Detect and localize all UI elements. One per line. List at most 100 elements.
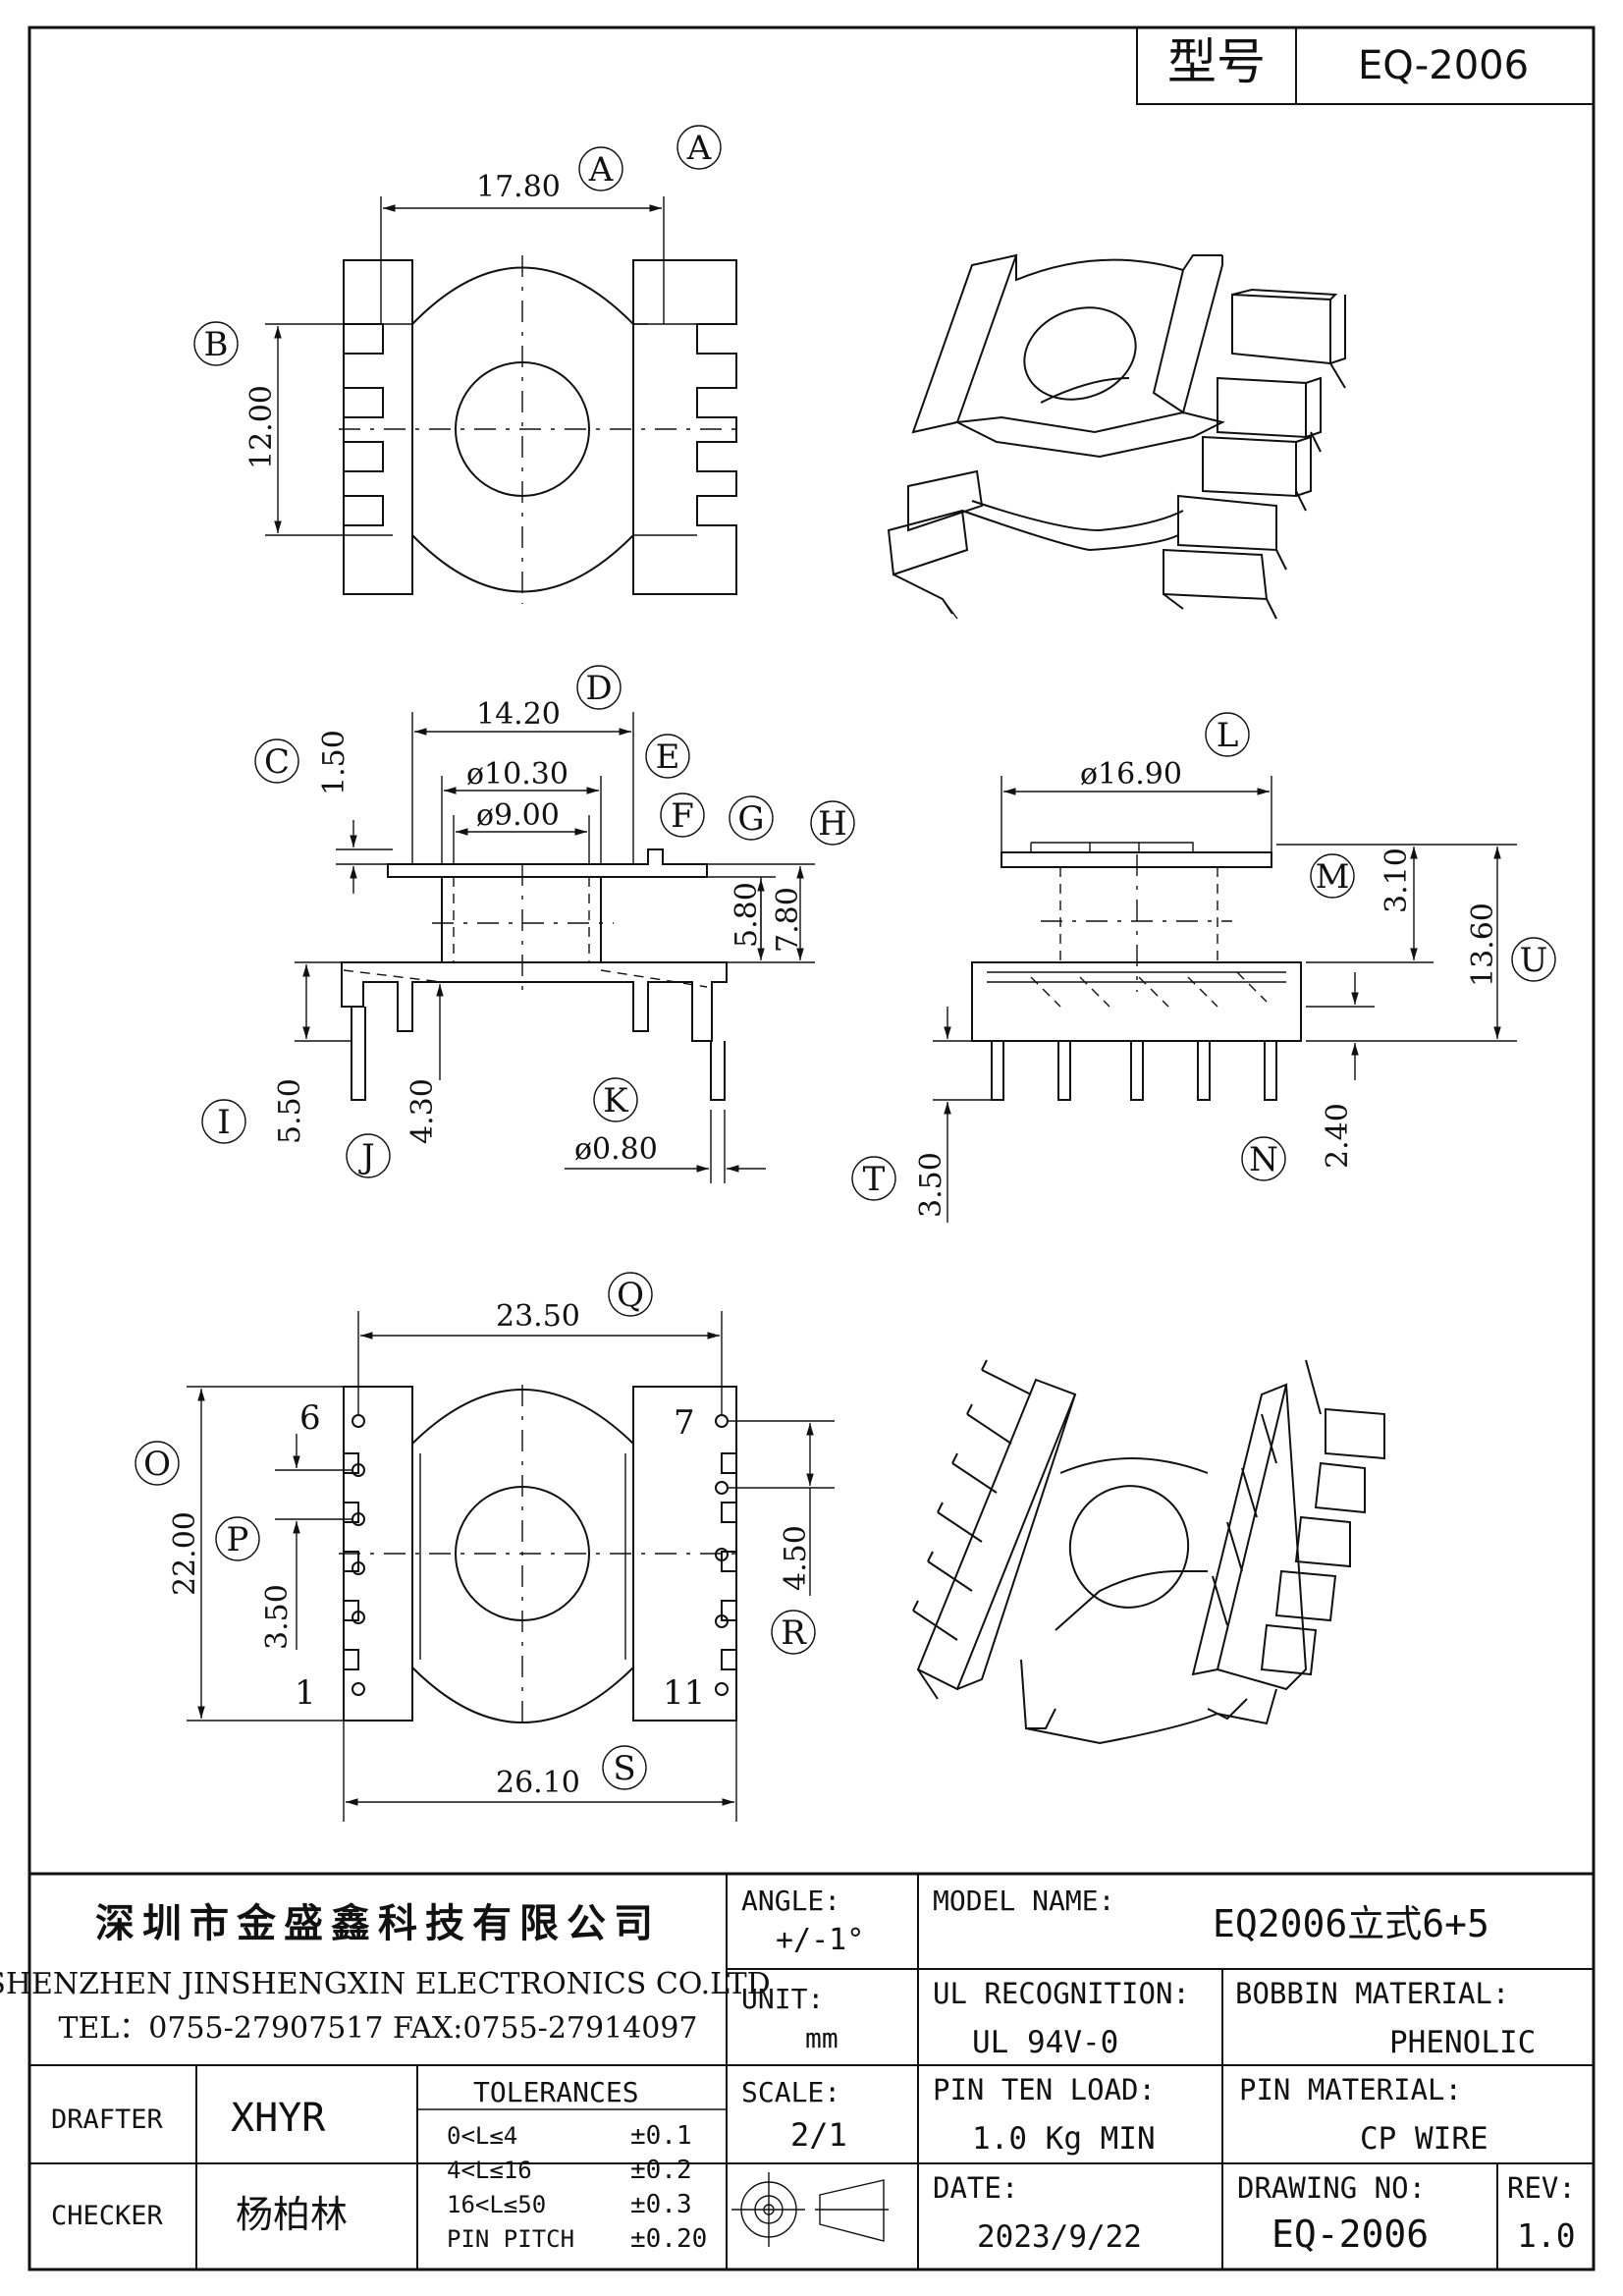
label-u: U xyxy=(1520,941,1548,980)
side-view: ø16.90 3.10 13.60 2.40 3.50 xyxy=(914,757,1517,1223)
dim-26-10: 26.10 xyxy=(496,1766,580,1800)
company-contact: TEL：0755-27907517 FAX:0755-27914097 xyxy=(58,2011,697,2046)
label-d: D xyxy=(585,669,612,708)
dim-14-20: 14.20 xyxy=(476,697,561,732)
ul-recognition-value: UL 94V-0 xyxy=(972,2025,1118,2060)
front-view: 14.20 ø10.30 ø9.00 1.50 5.80 7.80 5.50 4… xyxy=(273,697,815,1183)
dim-13-60: 13.60 xyxy=(1466,902,1500,987)
dim-3-50-p: 3.50 xyxy=(260,1584,295,1650)
label-e: E xyxy=(656,738,680,777)
dim-dia-9-00: ø9.00 xyxy=(476,798,560,833)
date-value: 2023/9/22 xyxy=(977,2219,1142,2255)
rev-label: REV: xyxy=(1507,2171,1576,2205)
model-name-label: MODEL NAME: xyxy=(933,1885,1114,1917)
pin-label-7: 7 xyxy=(674,1403,695,1443)
tol-range-3: 16<L≤50 xyxy=(447,2191,546,2218)
bobbin-material-value: PHENOLIC xyxy=(1389,2025,1536,2060)
tol-val-2: ±0.2 xyxy=(630,2156,692,2185)
iso-view-2 xyxy=(912,1359,1385,1745)
dim-3-50-t: 3.50 xyxy=(914,1152,948,1218)
rev-value: 1.0 xyxy=(1517,2216,1576,2255)
header-model-code: EQ-2006 xyxy=(1358,43,1529,88)
label-i: I xyxy=(217,1103,230,1142)
label-r: R xyxy=(781,1613,807,1653)
label-j: J xyxy=(358,1137,375,1176)
angle-label: ANGLE: xyxy=(741,1885,840,1917)
angle-value: +/-1° xyxy=(776,1923,864,1957)
dim-5-50: 5.50 xyxy=(273,1078,307,1144)
dim-17-80: 17.80 xyxy=(476,170,561,204)
pin-label-6: 6 xyxy=(299,1398,321,1438)
unit-label: UNIT: xyxy=(741,1983,824,2015)
tolerances-label: TOLERANCES xyxy=(473,2076,639,2108)
unit-value: mm xyxy=(805,2022,839,2054)
pin-ten-load-value: 1.0 Kg MIN xyxy=(972,2121,1156,2157)
dim-2-40: 2.40 xyxy=(1321,1103,1355,1169)
label-l: L xyxy=(1217,716,1239,755)
dim-dia-16-90: ø16.90 xyxy=(1080,757,1182,792)
dim-1-50: 1.50 xyxy=(317,730,352,795)
label-a-1: A xyxy=(588,150,614,190)
drawing-no-label: DRAWING NO: xyxy=(1237,2171,1426,2205)
bobbin-material-label: BOBBIN MATERIAL: xyxy=(1235,1977,1509,2010)
sheet-frame xyxy=(27,26,1596,2271)
label-s: S xyxy=(613,1749,635,1788)
dim-5-80: 5.80 xyxy=(730,882,764,948)
model-name-value: EQ2006立式6+5 xyxy=(1213,1902,1489,1945)
drafter-value: XHYR xyxy=(231,2096,326,2141)
company-name-en: SHENZHEN JINSHENGXIN ELECTRONICS CO.LTD xyxy=(0,1967,771,2001)
checker-value: 杨柏林 xyxy=(236,2193,348,2236)
label-a-2: A xyxy=(686,129,712,168)
scale-value: 2/1 xyxy=(790,2116,847,2154)
label-b: B xyxy=(204,325,229,364)
pin-label-11: 11 xyxy=(663,1673,705,1713)
bottom-view: 6 7 1 11 23.50 22.00 3.50 4.50 26.10 xyxy=(168,1299,835,1822)
pin-holes-right xyxy=(715,1414,729,1696)
label-m: M xyxy=(1316,857,1350,897)
tol-val-4: ±0.20 xyxy=(630,2224,707,2254)
ul-recognition-label: UL RECOGNITION: xyxy=(933,1977,1190,2010)
label-o: O xyxy=(143,1445,171,1484)
dim-12-00: 12.00 xyxy=(244,385,279,469)
scale-label: SCALE: xyxy=(741,2076,840,2108)
company-name-cn: 深圳市金盛鑫科技有限公司 xyxy=(95,1901,661,1946)
label-h: H xyxy=(818,804,847,844)
date-label: DATE: xyxy=(933,2171,1018,2205)
projection-symbol-icon xyxy=(731,2172,889,2247)
dim-3-10: 3.10 xyxy=(1380,847,1414,913)
tol-val-1: ±0.1 xyxy=(630,2121,692,2151)
label-g: G xyxy=(737,799,764,839)
pin-holes-left xyxy=(352,1414,365,1696)
pin-ten-load-label: PIN TEN LOAD: xyxy=(933,2073,1156,2106)
drawing-no-value: EQ-2006 xyxy=(1271,2213,1429,2256)
dim-22-00: 22.00 xyxy=(168,1511,202,1596)
dim-dia-0-80: ø0.80 xyxy=(574,1132,658,1167)
label-t: T xyxy=(863,1160,886,1199)
dim-4-50: 4.50 xyxy=(779,1525,813,1591)
dim-7-80: 7.80 xyxy=(771,887,805,953)
dim-dia-10-30: ø10.30 xyxy=(466,757,568,792)
tol-range-1: 0<L≤4 xyxy=(447,2122,517,2150)
tol-range-2: 4<L≤16 xyxy=(447,2157,532,2184)
dim-4-30: 4.30 xyxy=(406,1078,440,1144)
iso-view-1 xyxy=(887,253,1346,620)
header-type-label: 型号 xyxy=(1167,33,1266,90)
label-c: C xyxy=(264,742,290,782)
label-n: N xyxy=(1249,1140,1278,1179)
pin-material-value: CP WIRE xyxy=(1360,2121,1488,2157)
label-k: K xyxy=(603,1081,628,1121)
circled-labels: A A B C D E F G H I J K L M U N T Q O P … xyxy=(135,125,1556,1790)
tol-range-4: PIN PITCH xyxy=(447,2225,574,2253)
top-view: 17.80 12.00 xyxy=(244,170,741,604)
checker-label: CHECKER xyxy=(51,2201,164,2231)
label-p: P xyxy=(227,1520,249,1559)
pin-label-1: 1 xyxy=(295,1673,316,1713)
dim-23-50: 23.50 xyxy=(496,1299,580,1334)
label-q: Q xyxy=(617,1276,644,1315)
tol-val-3: ±0.3 xyxy=(630,2190,692,2219)
model-header: 型号 EQ-2006 xyxy=(1136,27,1595,105)
label-f: F xyxy=(671,796,694,836)
title-block: 深圳市金盛鑫科技有限公司 SHENZHEN JINSHENGXIN ELECTR… xyxy=(0,1872,1594,2269)
pin-material-label: PIN MATERIAL: xyxy=(1239,2073,1462,2106)
